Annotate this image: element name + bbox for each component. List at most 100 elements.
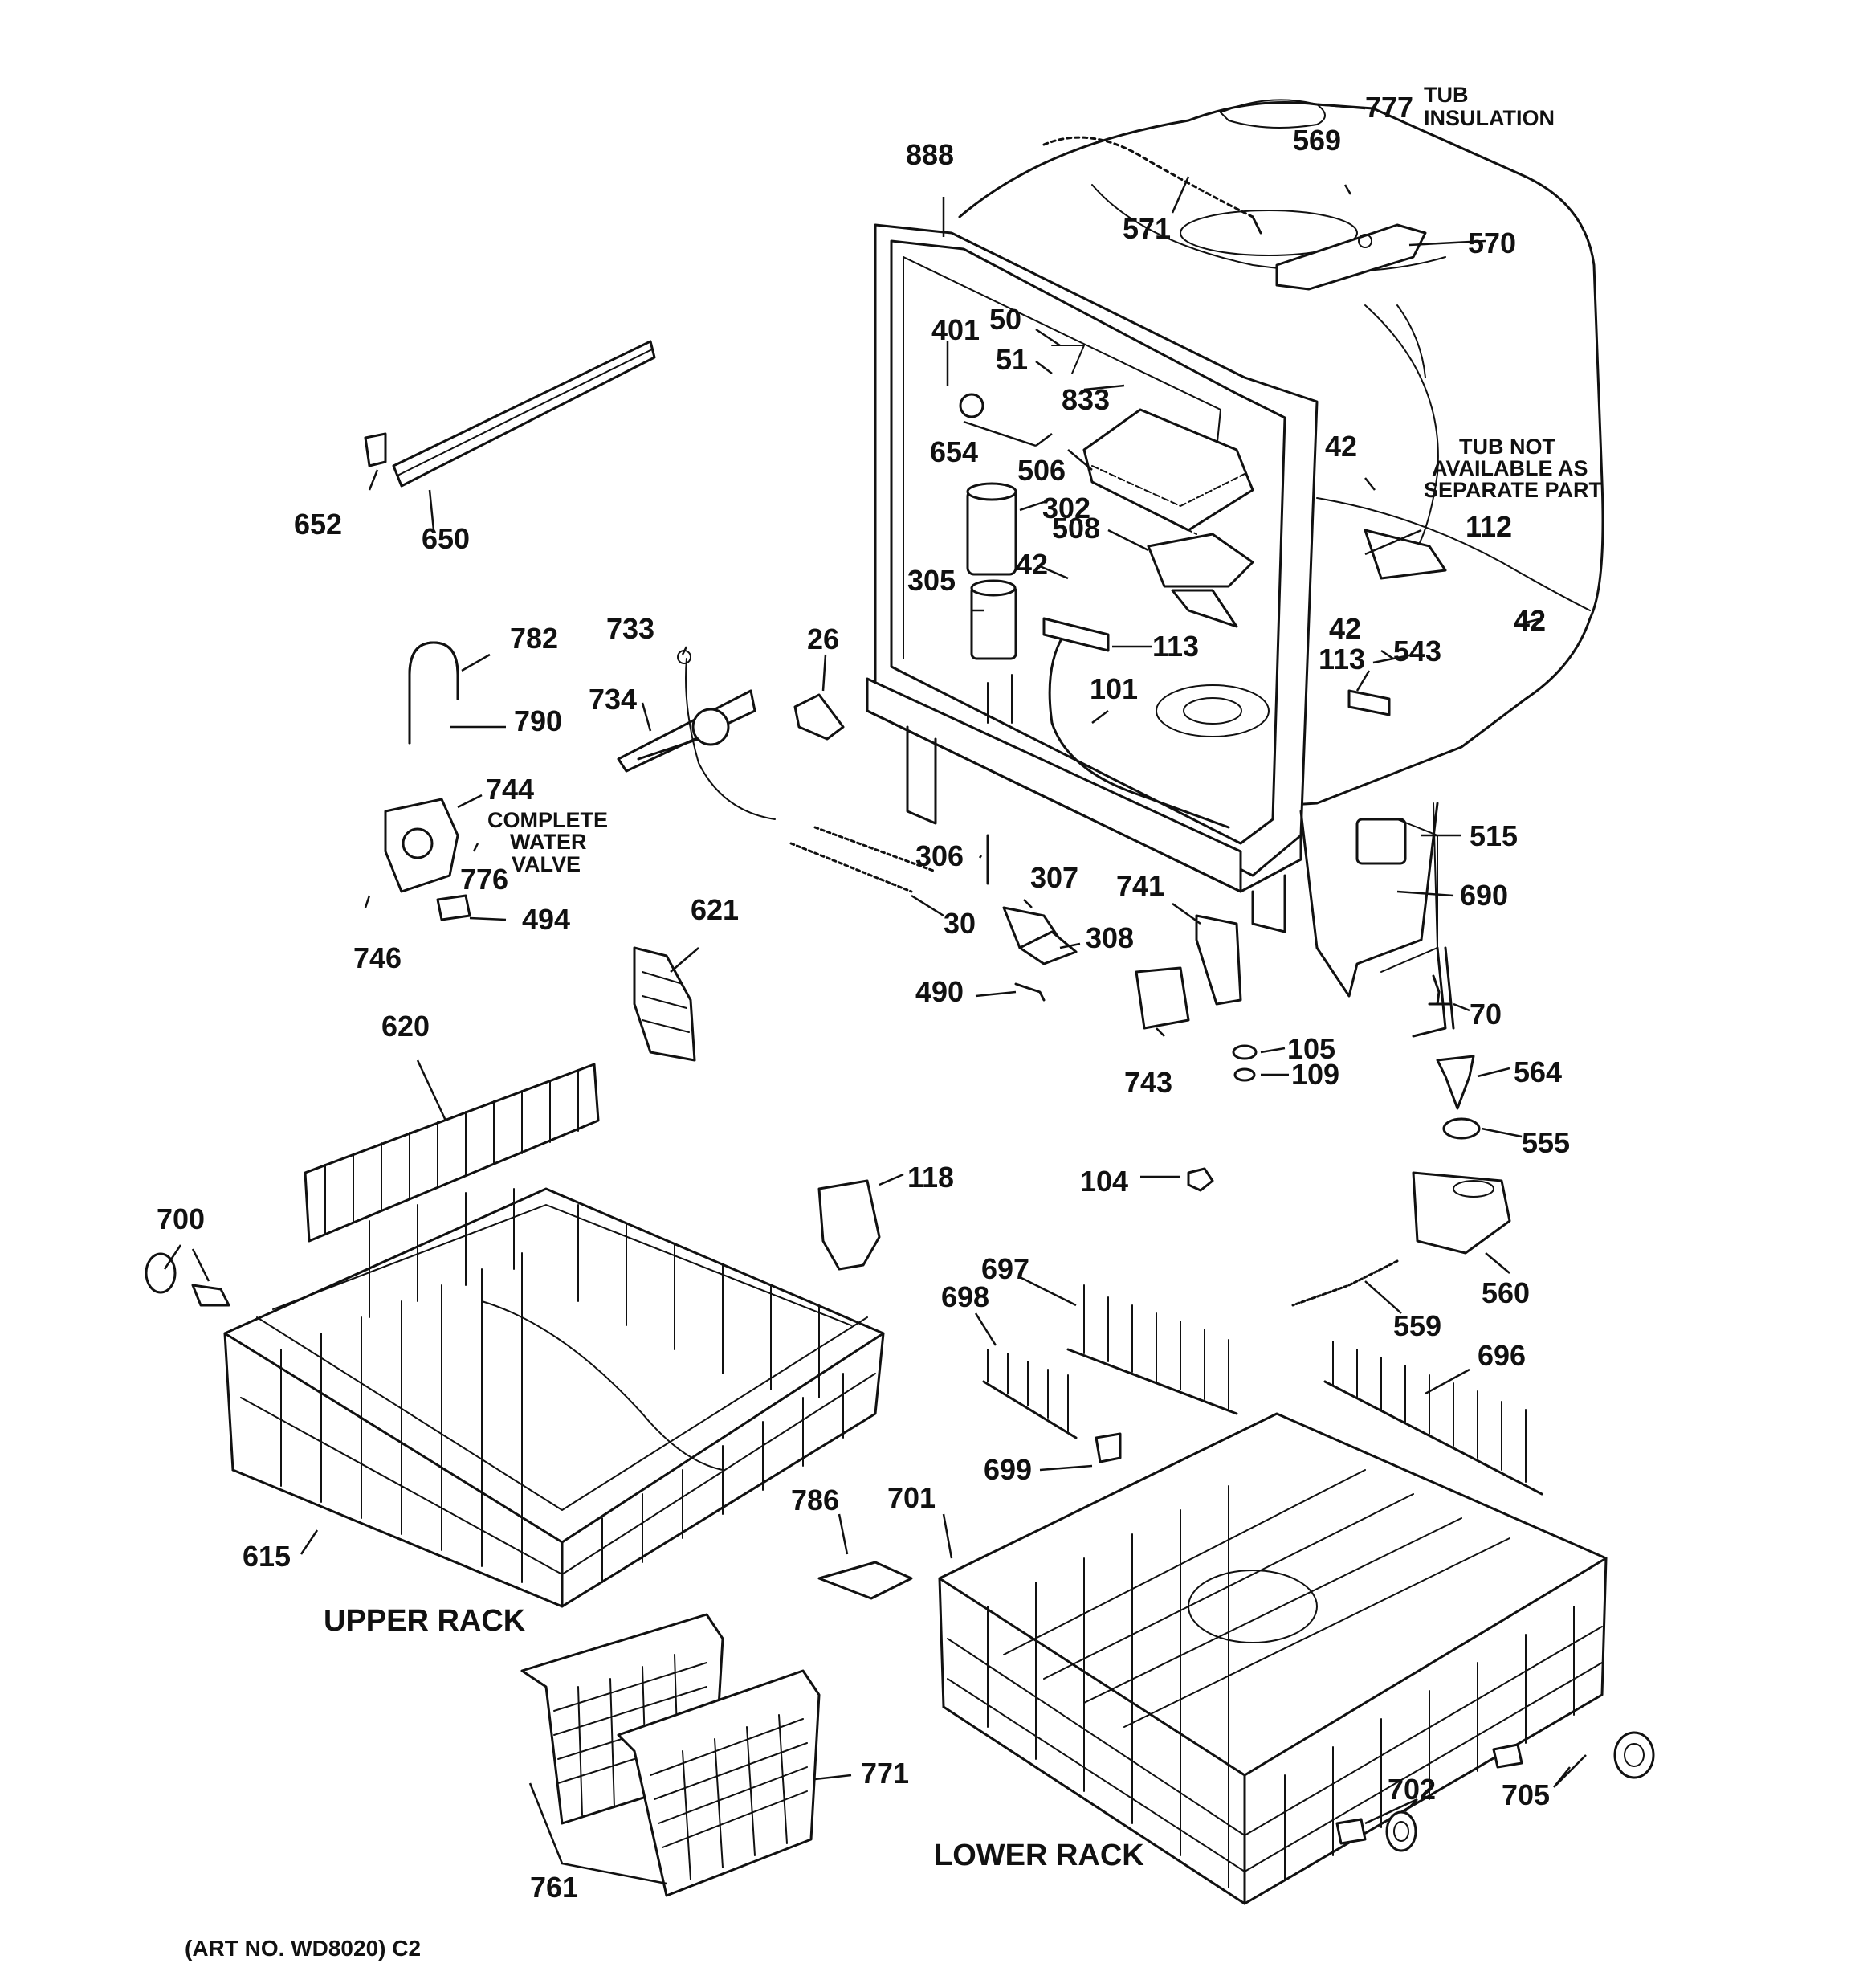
part-label-401: 401 [932,313,980,346]
part-label-104: 104 [1080,1165,1128,1198]
part-label-699: 699 [984,1453,1032,1486]
part-label-888: 888 [906,138,954,171]
part-label-782: 782 [510,622,558,655]
part-label-690: 690 [1460,879,1508,912]
part-label-113-b: 113 [1319,643,1365,676]
lower-tub-parts-illustration [1355,818,1455,1038]
part-label-302: 302 [1042,492,1090,525]
door-switch-bracket-illustration [617,650,776,820]
part-label-650: 650 [422,522,470,555]
art-number: (ART NO. WD8020) C2 [185,1936,421,1961]
part-label-620: 620 [381,1010,430,1043]
dispenser-illustration [1082,408,1254,535]
note-tub-not-available-line2: AVAILABLE AS [1432,456,1588,480]
part-label-761: 761 [530,1871,578,1904]
part-label-543: 543 [1393,635,1441,667]
part-label-697: 697 [981,1252,1029,1285]
part-label-508: 508 [1052,512,1100,545]
part-label-560: 560 [1482,1276,1530,1309]
fill-tube-illustration [1048,633,1230,829]
part-label-701: 701 [887,1481,936,1514]
part-label-621: 621 [691,893,739,926]
tub-assembly-illustration [866,99,1604,998]
note-tub-insulation-line2: INSULATION [1424,106,1555,130]
part-label-101: 101 [1090,672,1138,705]
part-label-50: 50 [989,303,1021,336]
part-label-833: 833 [1062,383,1110,416]
part-label-696: 696 [1478,1339,1526,1372]
note-complete-water-valve-line3: VALVE [512,852,581,876]
part-label-515: 515 [1470,819,1518,852]
lower-rack-wheels-illustration [1335,1731,1655,1852]
door-latch-parts-illustration [986,834,1078,1002]
upper-rack-illustration [223,1187,885,1608]
door-springs-illustration [789,826,937,893]
heater-hose-illustration [1042,136,1262,235]
tine-row-illustration [304,1063,600,1243]
part-label-42-d: 42 [1329,612,1361,645]
part-label-569: 569 [1293,124,1341,157]
part-label-305: 305 [907,564,956,597]
part-label-700: 700 [157,1202,205,1235]
part-label-42-a: 42 [1325,430,1357,463]
note-tub-not-available-line1: TUB NOT [1459,435,1555,459]
hinge-bracket-illustration [793,693,845,741]
part-label-652: 652 [294,508,342,541]
part-label-306: 306 [915,839,964,872]
part-label-777: 777 [1365,91,1413,124]
part-label-490: 490 [915,975,964,1008]
water-valve-illustration [384,798,471,921]
washers-illustration [1232,1044,1258,1082]
part-label-109: 109 [1291,1058,1339,1091]
part-label-564: 564 [1514,1055,1562,1088]
clip-illustration [817,1561,913,1600]
part-label-70: 70 [1470,998,1502,1031]
part-label-741: 741 [1116,869,1164,902]
part-label-113-a: 113 [1152,630,1199,663]
part-label-733: 733 [606,612,654,645]
section-label-upper-rack: UPPER RACK [324,1604,526,1638]
note-complete-water-valve-line1: COMPLETE [487,808,608,832]
rail-illustration [364,340,656,488]
part-label-790: 790 [514,704,562,737]
lower-rack-tines-illustration [982,1284,1543,1496]
part-label-705: 705 [1502,1778,1550,1811]
section-label-lower-rack: LOWER RACK [934,1839,1144,1872]
part-label-112: 112 [1466,510,1512,543]
part-label-42-c: 42 [1514,604,1546,637]
part-label-26: 26 [807,623,839,655]
part-label-571: 571 [1123,212,1171,245]
part-label-42-b: 42 [1016,548,1048,581]
part-label-744: 744 [486,773,534,806]
part-label-771: 771 [861,1757,909,1790]
part-label-615: 615 [243,1540,291,1573]
part-label-776: 776 [460,863,508,896]
switch-bracket-illustration [1135,914,1242,1030]
rinse-basket-illustration [1147,533,1254,628]
part-label-118: 118 [907,1161,954,1194]
lower-rack-illustration [938,1412,1608,1905]
part-label-308: 308 [1086,921,1134,954]
part-label-105: 105 [1287,1032,1335,1065]
tub-hardware-illustration [959,345,1591,716]
part-label-30: 30 [944,907,976,940]
part-label-506: 506 [1017,454,1066,487]
cylinders-illustration [966,482,1017,660]
part-label-559: 559 [1393,1309,1441,1342]
part-label-786: 786 [791,1484,839,1517]
leader-lines [163,103,1587,1885]
part-label-734: 734 [589,683,637,716]
part-label-494: 494 [522,903,570,936]
part-labels: 777 TUB INSULATION 569 888 571 570 401 5… [157,83,1603,1961]
silverware-baskets-illustration [520,1613,821,1897]
tub-bracket-illustration [1275,223,1427,291]
part-label-570: 570 [1468,227,1516,259]
rack-stop-illustration [817,1179,881,1271]
part-label-654: 654 [930,435,978,468]
drain-pump-parts-illustration [1187,1055,1511,1307]
part-label-51: 51 [996,343,1028,376]
note-complete-water-valve-line2: WATER [510,830,587,854]
part-label-746: 746 [353,941,402,974]
part-label-698: 698 [941,1280,989,1313]
